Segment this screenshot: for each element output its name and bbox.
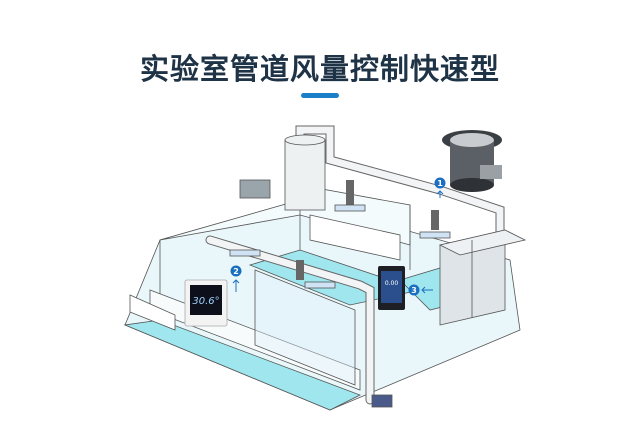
fume-hood [309, 214, 401, 261]
arrow-up-icon [436, 190, 444, 198]
arrow-left-icon [421, 286, 433, 294]
thermostat: 30.6° [184, 279, 228, 327]
airflow-valve-image [442, 130, 502, 192]
scrubber-tower [284, 139, 326, 211]
callout-1: 1 [434, 177, 446, 198]
page-title: 实验室管道风量控制快速型 [139, 52, 500, 86]
arrow-up-icon [232, 279, 240, 292]
touch-panel-reading: 0.00 [385, 280, 399, 287]
title-underline [301, 93, 339, 98]
svg-text:3: 3 [411, 286, 417, 295]
exhaust-fan [239, 179, 271, 199]
callout-3: 3 [408, 284, 433, 296]
svg-text:2: 2 [233, 267, 239, 276]
lab-ventilation-diagram: 30.6° 0.00 1 2 3 [123, 125, 527, 411]
pump [371, 394, 393, 408]
floor-tint-left [123, 319, 361, 411]
thermostat-reading: 30.6° [192, 296, 219, 307]
callout-2: 2 [230, 265, 242, 292]
touch-panel: 0.00 [378, 266, 405, 310]
svg-text:1: 1 [437, 179, 443, 188]
